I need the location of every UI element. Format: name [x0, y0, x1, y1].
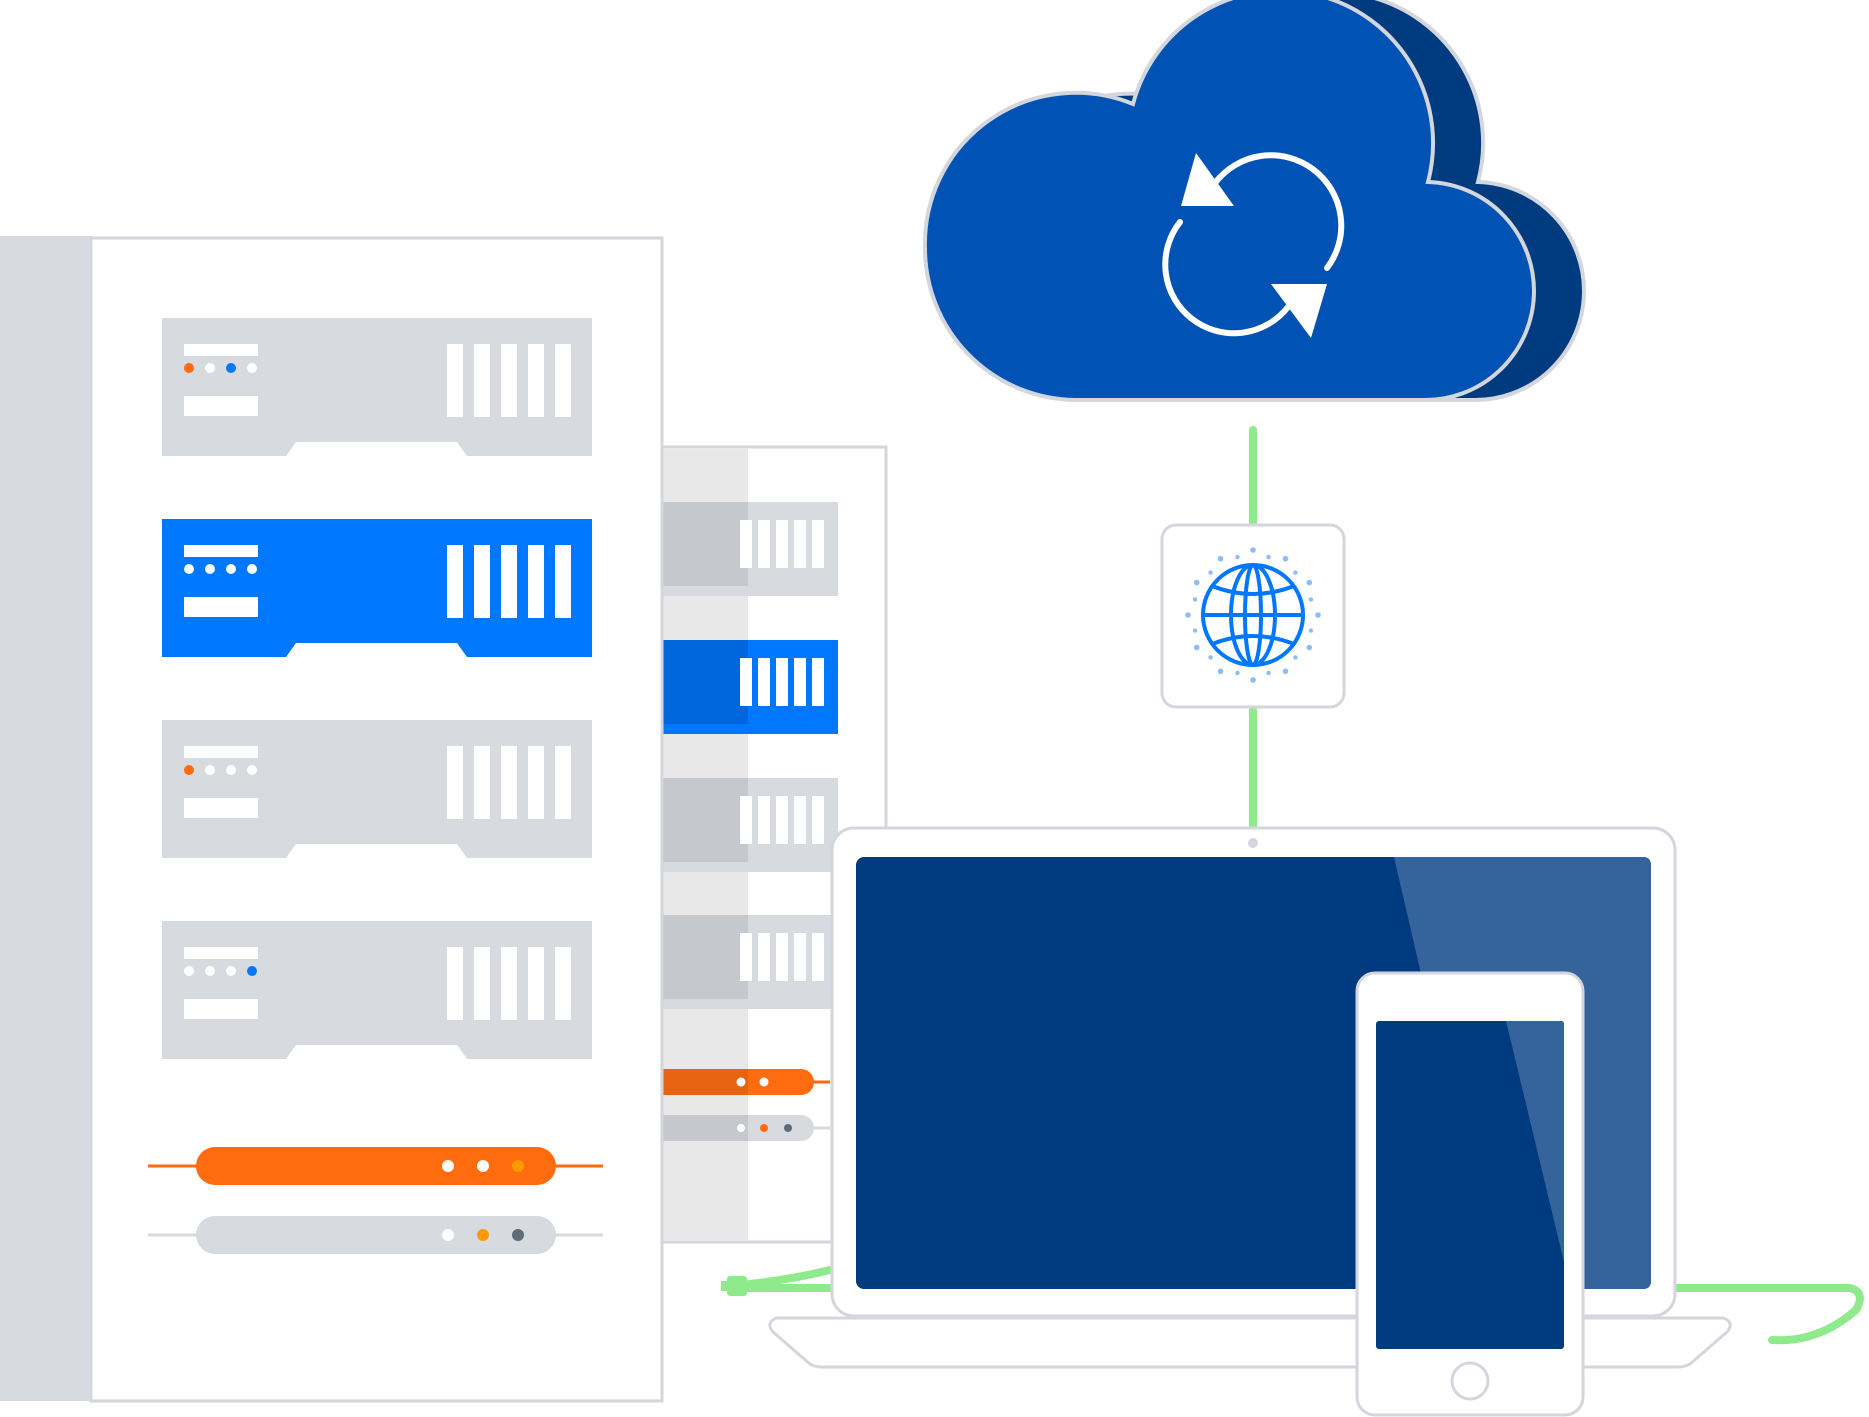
main-server-rack: [0, 236, 664, 1403]
globe-icon: [1185, 547, 1321, 683]
secondary-rack-unit-active: [662, 640, 838, 734]
cable-plug: [721, 1276, 747, 1296]
internet-gateway: [1160, 523, 1346, 709]
rack-unit-active: [162, 519, 592, 657]
orange-status-bar: [148, 1147, 603, 1185]
grey-status-bar: [148, 1216, 603, 1254]
laptop-power-cable: [1666, 1284, 1864, 1345]
rack-unit: [162, 921, 592, 1059]
rack-unit: [162, 318, 592, 456]
secondary-orange-bar: [662, 1069, 830, 1095]
network-cables: [736, 426, 1864, 1345]
secondary-rack-unit: [662, 502, 838, 596]
secondary-rack-unit: [662, 915, 838, 1009]
secondary-server-rack: [658, 445, 888, 1244]
secondary-grey-bar: [662, 1115, 830, 1141]
rack-unit: [162, 720, 592, 858]
secondary-rack-unit: [662, 778, 838, 872]
rack-cable: [736, 1266, 834, 1289]
phone-screen: [1376, 1021, 1564, 1349]
sync-icon: [1162, 152, 1345, 337]
laptop: [768, 826, 1732, 1369]
home-button: [1450, 1361, 1490, 1401]
cloud-icon: [922, 0, 1586, 403]
smartphone: [1355, 971, 1585, 1417]
